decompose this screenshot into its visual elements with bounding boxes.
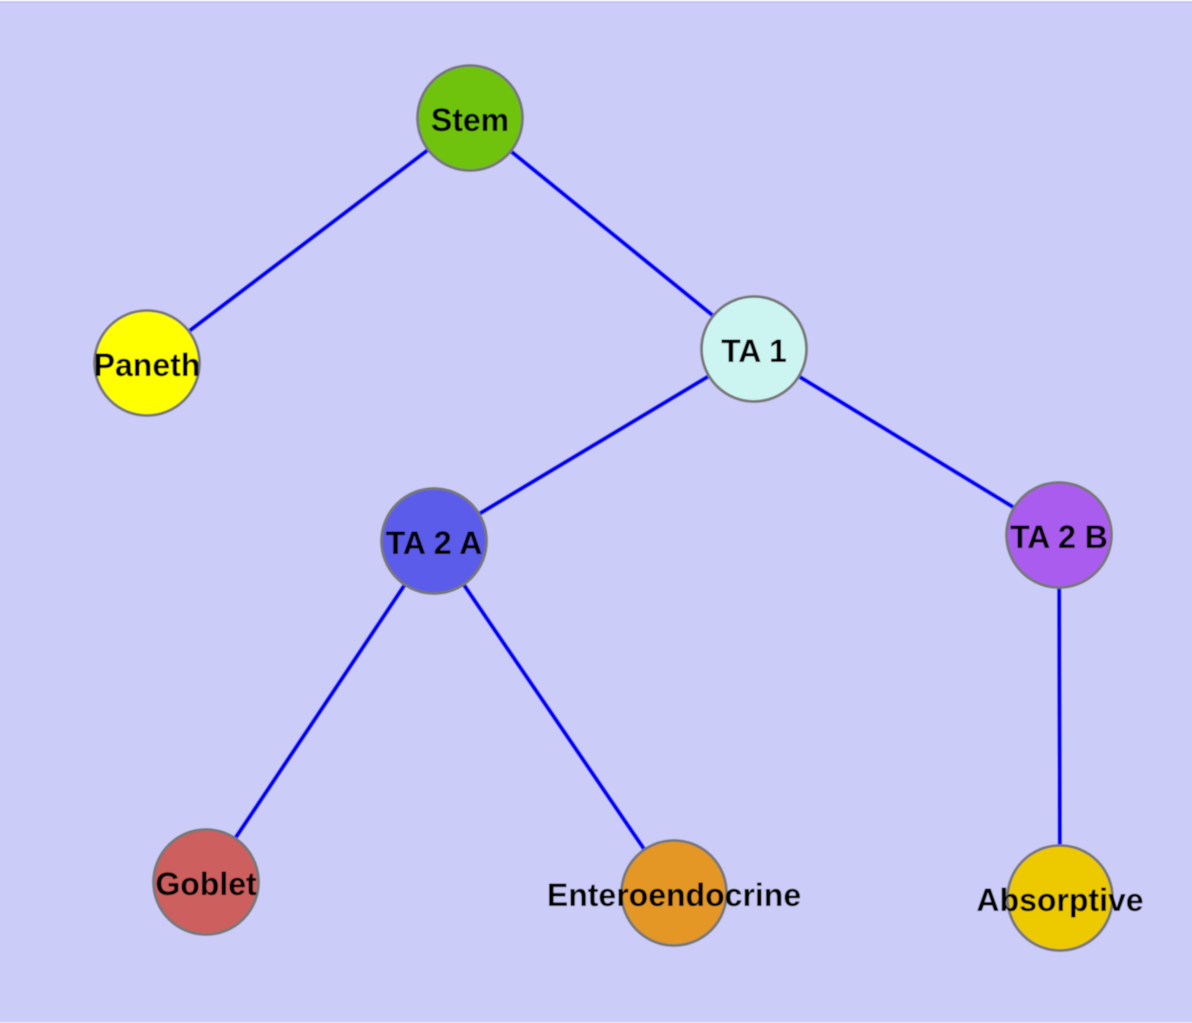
- svg-text:Absorptive: Absorptive: [976, 882, 1143, 918]
- svg-text:Enteroendocrine: Enteroendocrine: [547, 877, 801, 913]
- svg-text:TA 1: TA 1: [721, 333, 787, 369]
- svg-text:TA 2 B: TA 2 B: [1010, 519, 1108, 555]
- svg-text:Goblet: Goblet: [155, 866, 257, 902]
- svg-text:TA 2 A: TA 2 A: [386, 525, 483, 561]
- svg-text:Stem: Stem: [431, 102, 509, 138]
- svg-text:Paneth: Paneth: [94, 347, 201, 383]
